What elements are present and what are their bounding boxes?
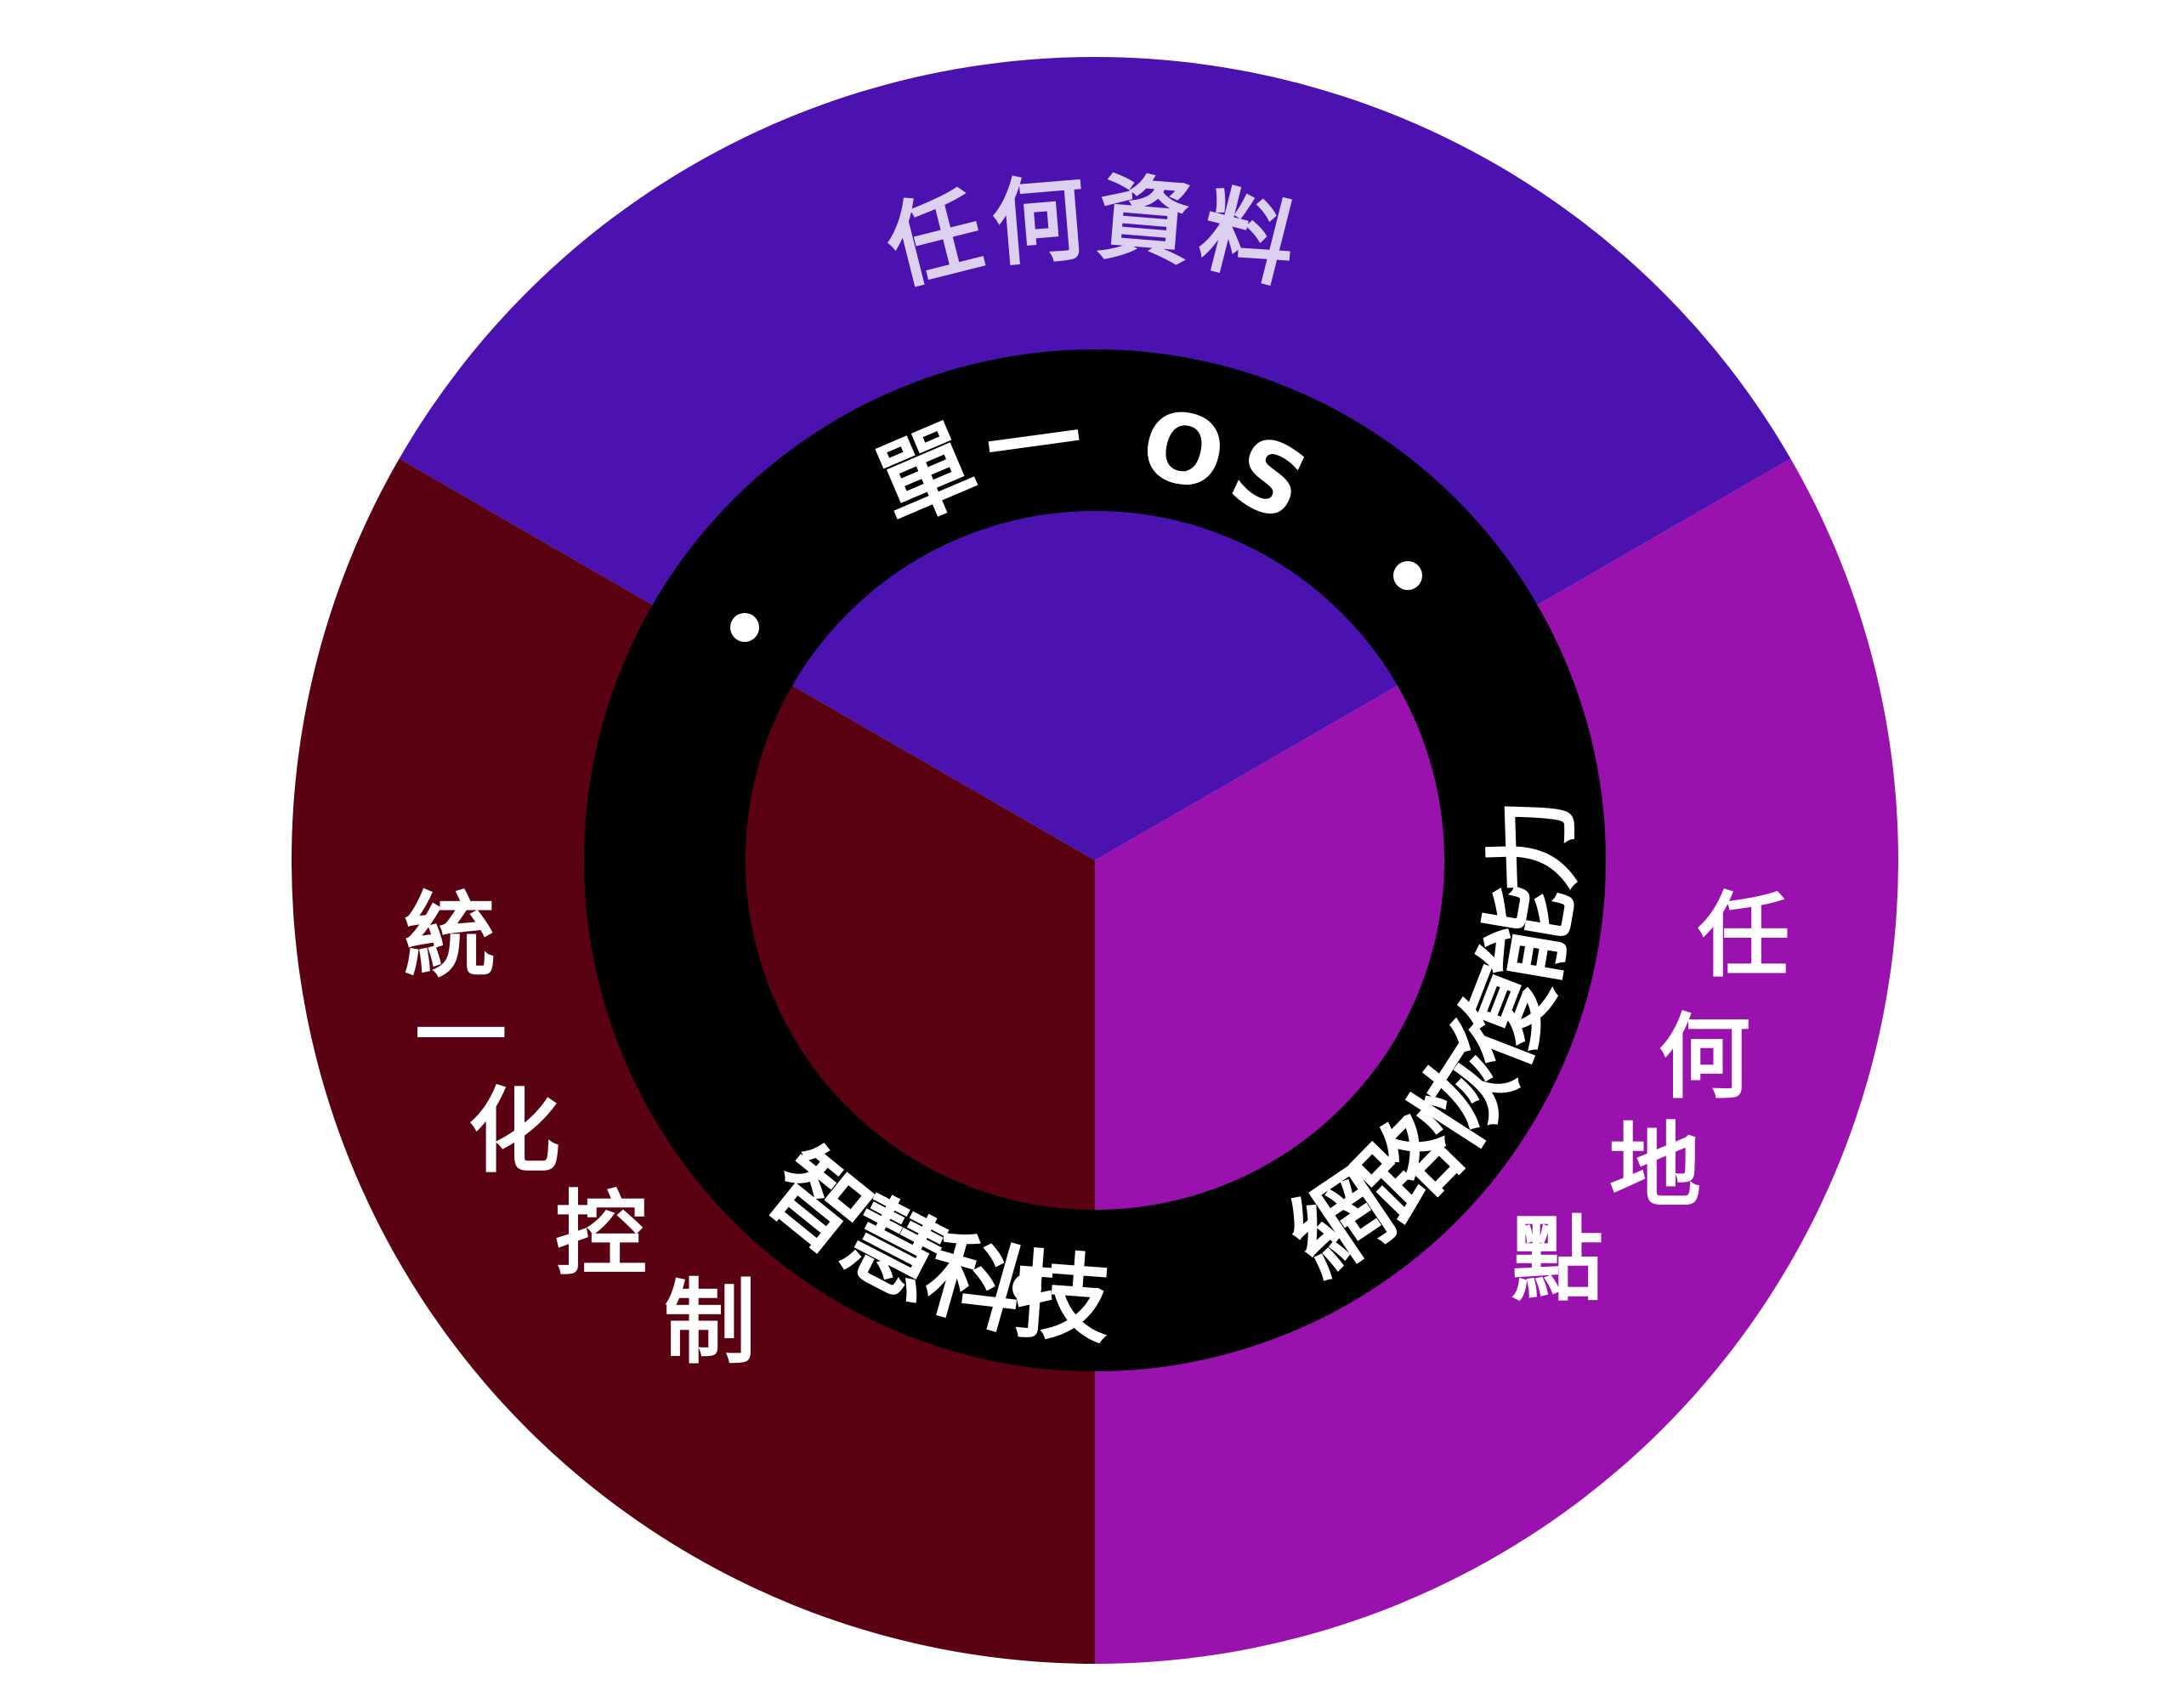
ring-dot	[1012, 1274, 1041, 1302]
label-char: 地	[1609, 1114, 1701, 1220]
label-char: 統	[404, 883, 496, 990]
label-char: 任	[1698, 883, 1789, 990]
label-anywhere: 任 何 地 點	[1511, 883, 1789, 1314]
label-char: 制	[664, 1270, 756, 1376]
label-char: 化	[468, 1079, 560, 1185]
label-char: 點	[1511, 1207, 1603, 1314]
label-char: 一	[415, 984, 507, 1090]
label-char: 控	[555, 1182, 647, 1288]
label-char: 何	[1659, 1005, 1750, 1111]
ring-dot	[1393, 561, 1422, 590]
ring-dot	[730, 613, 759, 642]
label-unified-control: 統 一 化 控 制	[404, 883, 756, 1376]
ring	[584, 349, 1606, 1371]
